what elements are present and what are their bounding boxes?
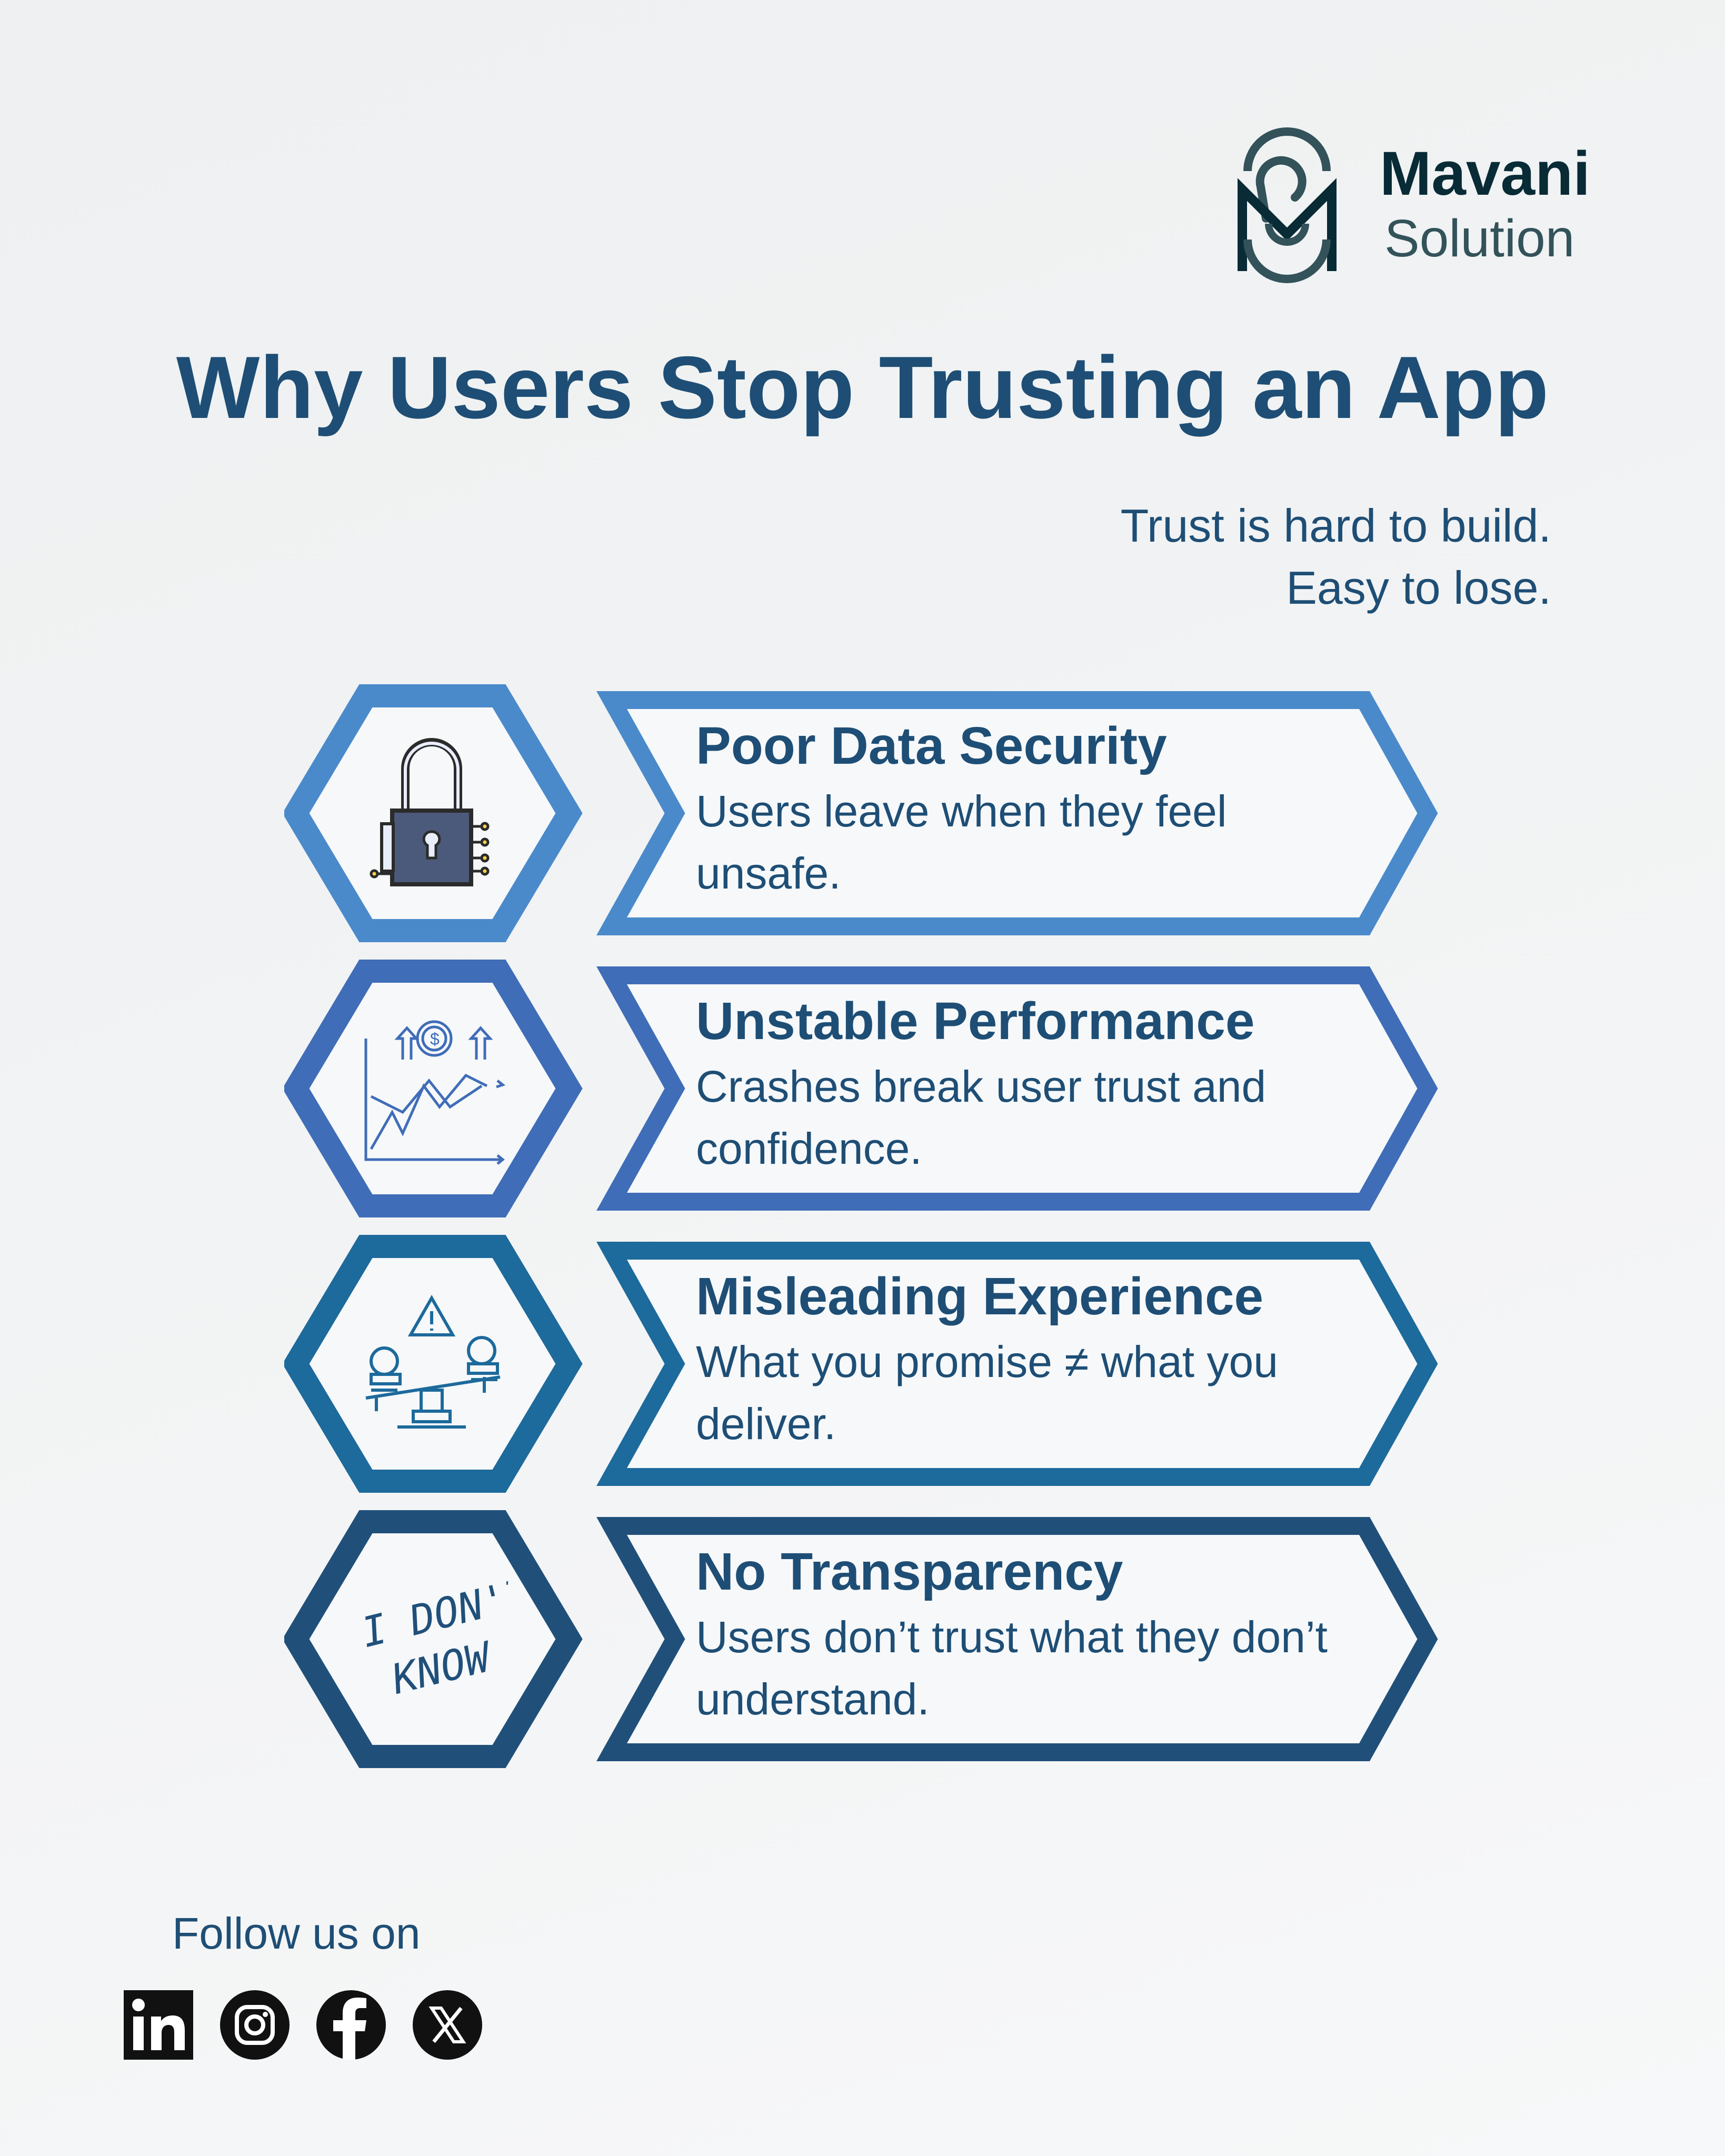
arrow-banner-frame: [596, 691, 1438, 935]
card-frame: [284, 960, 1438, 1217]
arrow-banner-frame: [596, 1517, 1438, 1761]
reason-card-1: Poor Data Security Users leave when they…: [284, 684, 1442, 942]
subtitle-line-1: Trust is hard to build.: [1120, 500, 1551, 552]
facebook-icon[interactable]: [316, 1990, 386, 2060]
hexagon-frame: [284, 1235, 583, 1493]
card-description: Crashes break user trust and confidence.: [696, 1062, 1267, 1173]
brand-tagline: Solution: [1384, 209, 1575, 268]
card-description: Users don’t trust what they don’t unders…: [696, 1612, 1328, 1724]
subtitle-line-2: Easy to lose.: [1286, 562, 1551, 614]
card-description: Users leave when they feel unsafe.: [696, 786, 1227, 898]
follow-label: Follow us on: [172, 1909, 421, 1958]
card-frame: [284, 1235, 1438, 1493]
card-frame: [284, 684, 1438, 942]
card-heading: No Transparency: [696, 1542, 1123, 1601]
mavani-logo-icon: [1238, 127, 1337, 283]
volatile-chart-icon: $: [355, 1007, 508, 1170]
subtitle: Trust is hard to build. Easy to lose.: [1121, 495, 1551, 619]
card-heading: Poor Data Security: [696, 716, 1167, 775]
svg-text:$: $: [430, 1030, 440, 1049]
brand-name: Mavani: [1380, 139, 1591, 208]
hexagon-frame: [284, 960, 583, 1217]
arrow-banner-frame: [596, 966, 1438, 1211]
reason-card-3: Misleading Experience What you promise ≠…: [284, 1235, 1442, 1493]
card-heading: Unstable Performance: [696, 992, 1255, 1051]
hexagon-frame: [284, 1510, 583, 1768]
instagram-icon[interactable]: [220, 1990, 290, 2060]
card-description: What you promise ≠ what you deliver.: [696, 1337, 1278, 1449]
unbalanced-scale-warning-icon: [355, 1282, 508, 1445]
page-title: Why Users Stop Trusting an App: [176, 338, 1549, 437]
padlock-circuit-icon: [355, 732, 508, 895]
reason-card-2: $ Unstable Performance Crashes break use…: [284, 960, 1442, 1217]
card-frame: [284, 1510, 1438, 1768]
arrow-banner-frame: [596, 1242, 1438, 1486]
card-heading: Misleading Experience: [696, 1267, 1264, 1326]
linkedin-icon[interactable]: [124, 1990, 193, 2060]
x-icon[interactable]: [413, 1990, 482, 2060]
